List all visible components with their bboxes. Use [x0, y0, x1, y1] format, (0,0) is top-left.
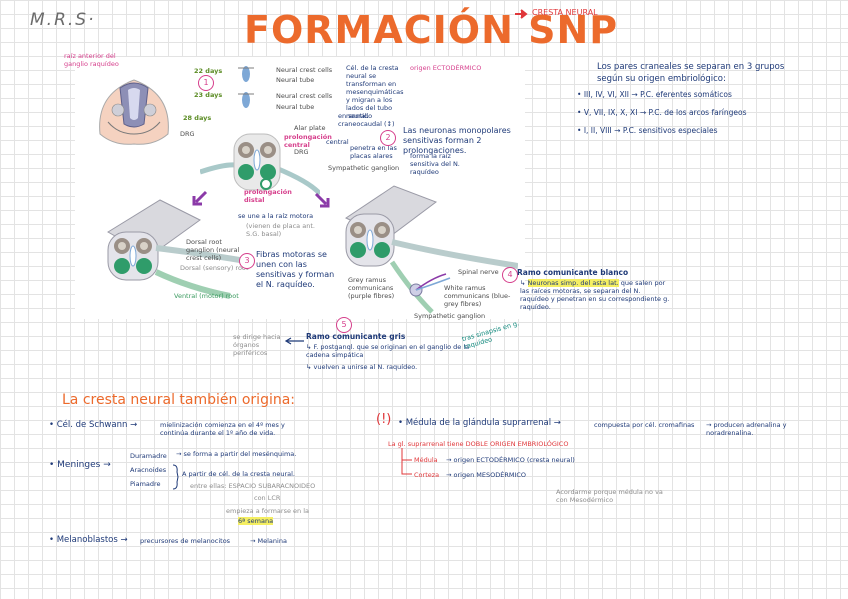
schwann-text: mielinización comienza en el 4º mes y co… — [160, 421, 290, 437]
melano-label-text: Melanoblastos — [57, 535, 118, 545]
grey-ramus-line2-text: vuelven a unirse al N. raquídeo. — [314, 363, 418, 371]
label-grey-ramus: Grey ramus communicans (purple fibres) — [348, 276, 412, 300]
legend-tube-2: Neural tube — [276, 103, 314, 111]
schwann-label: • Cél. de Schwann → — [49, 420, 137, 430]
cranial-group: • III, IV, VI, XII → P.C. eferentes somá… — [577, 90, 837, 100]
label-symp-2: Sympathetic ganglion — [414, 312, 485, 320]
label-spinal-nerve: Spinal nerve — [458, 268, 499, 276]
corteza-origin-text: origen MESODÉRMICO — [454, 471, 527, 479]
legend-crest-1: Neural crest cells — [276, 66, 332, 74]
label-symp: Sympathetic ganglion — [328, 164, 399, 172]
days-28: 28 days — [183, 114, 211, 122]
grey-ramus-line1: ↳ F. postganql. que se originan en el ga… — [306, 343, 470, 359]
label-penetra: penetra en las placas alares — [350, 144, 402, 160]
medula-origin-text: origen ECTODÉRMICO (cresta neural) — [454, 456, 575, 464]
medula-compuesta: compuesta por cél. cromafinas — [594, 421, 694, 429]
cranial-pairs: I, II, VIII — [584, 126, 612, 135]
step-4-marker: 4 — [502, 267, 518, 283]
dura-text-value: se forma a partir del mesénquima. — [184, 450, 297, 458]
cranial-target: P.C. de los arcos faríngeos — [648, 108, 746, 117]
melanina: → Melanina — [250, 537, 287, 545]
step-1-marker: 1 — [198, 75, 214, 91]
label-alar: Alar plate — [294, 124, 325, 132]
dura-label: Duramadre — [130, 452, 167, 460]
step-3-marker: 3 — [239, 253, 255, 269]
cranial-target: P.C. eferentes somáticos — [640, 90, 732, 99]
arrow-right-icon — [314, 192, 330, 208]
initials: M.R.S· — [30, 10, 95, 30]
melano-label: • Melanoblastos → — [49, 535, 128, 545]
white-ramus-highlight: Neuronas simp. del asta lat. — [528, 279, 619, 287]
label-central: central — [326, 138, 349, 146]
title-arrow-icon — [515, 9, 529, 19]
section2-title: La cresta neural también origina: — [62, 391, 295, 409]
medula-title-text: Médula de la glándula suprarrenal — [406, 418, 551, 428]
grey-ramus-line1-text: F. postganql. que se originan en el gang… — [306, 343, 469, 359]
meninges-label: • Meninges → — [49, 460, 111, 470]
label-vienen: (vienen de placa ant. S.G. basal) — [246, 222, 318, 238]
origin-branch-icon — [400, 448, 412, 478]
medula-producen-text: producen adrenalina y noradrenalina. — [706, 421, 787, 437]
label-se-une: se une a la raíz motora — [238, 212, 313, 220]
medula-origin: → origen ECTODÉRMICO (cresta neural) — [446, 456, 575, 464]
medula-producen: → producen adrenalina y noradrenalina. — [706, 421, 826, 437]
anterior-root-label: raíz anterior del ganglio raquídeo — [64, 52, 134, 68]
empieza-note: empieza a formarse en la — [226, 507, 309, 515]
arac-label: Aracnoides — [130, 466, 166, 474]
step-5-marker: 5 — [336, 317, 352, 333]
grey-ramus-left-arrow-icon — [284, 337, 304, 345]
motor-note: Fibras motoras se unen con las sensitiva… — [256, 250, 338, 290]
grey-ramus-line2: ↳ vuelven a unirse al N. raquídeo. — [306, 363, 466, 371]
legend-tube-1: Neural tube — [276, 76, 314, 84]
cranial-group: • I, II, VIII → P.C. sensitivos especial… — [577, 126, 837, 136]
dura-text: → se forma a partir del mesénquima. — [176, 450, 296, 458]
doble-origen: La gl. suprarrenal tiene DOBLE ORIGEN EM… — [388, 440, 568, 448]
origin-ectoderm: origen ECTODÉRMICO — [410, 64, 481, 72]
cranial-pairs: III, IV, VI, XII — [584, 90, 629, 99]
label-ventral-root: Ventral (motor) root — [174, 292, 239, 300]
step-2-marker: 2 — [380, 130, 396, 146]
neurons-note: Las neuronas monopolares sensitivas form… — [403, 126, 543, 156]
semana-highlight: 6ª semana — [238, 517, 273, 525]
arac-pia-text: A partir de cél. de la cresta neural. — [182, 470, 295, 478]
embryo-section-illustration — [94, 74, 174, 146]
days-23: 23 days — [194, 91, 222, 99]
title-arrow-label: CRESTA NEURAL — [532, 8, 598, 18]
label-prolong-distal: prolongación distal — [244, 188, 284, 204]
synapse-note: tras sinapsis en g. raquídeo — [461, 319, 523, 351]
meninges-brace-icon — [172, 464, 180, 490]
melanina-text: Melanina — [258, 537, 287, 545]
memory-note: Acordarme porque médula no va con Mesodé… — [556, 488, 666, 504]
melano-text: precursores de melanocitos — [140, 537, 230, 545]
cranial-intro: Los pares craneales se separan en 3 grup… — [597, 61, 797, 85]
legend-crest-2: Neural crest cells — [276, 92, 332, 100]
corteza-origin: → origen MESODÉRMICO — [446, 471, 526, 479]
lcr-note: con LCR — [254, 494, 280, 502]
semana-note: 6ª semana — [238, 517, 273, 525]
cranial-groups: • III, IV, VI, XII → P.C. eferentes somá… — [577, 90, 837, 136]
entre-ellas: entre ellas: ESPACIO SUBARACNOIDEO — [190, 482, 315, 490]
grey-ramus-title: Ramo comunicante gris — [306, 332, 405, 342]
neural-tube-stages — [236, 64, 276, 114]
schwann-label-text: Cél. de Schwann — [57, 420, 128, 430]
crest-note-sense: en sentido craneocaudal (↕) — [338, 112, 400, 128]
days-22: 22 days — [194, 67, 222, 75]
cranial-pairs: V, VII, IX, X, XI — [584, 108, 638, 117]
warning-mark: (!) — [376, 412, 391, 427]
label-drg-2: DRG — [294, 148, 309, 156]
meninges-label-text: Meninges — [57, 460, 100, 470]
cranial-target: P.C. sensitivos especiales — [623, 126, 718, 135]
label-white-ramus: White ramus communicans (blue-grey fibre… — [444, 284, 512, 308]
corteza-origin-label: Corteza — [414, 471, 439, 479]
medula-origin-label: Médula — [414, 456, 438, 464]
label-dorsal-root: Dorsal (sensory) root — [180, 264, 248, 272]
pia-label: Piamadre — [130, 480, 161, 488]
label-drg-1: DRG — [180, 130, 195, 138]
white-ramus-text: ↳ Neuronas simp. del asta lat. que salen… — [520, 279, 670, 311]
cranial-group: • V, VII, IX, X, XI → P.C. de los arcos … — [577, 108, 837, 118]
medula-title: • Médula de la glándula suprarrenal → — [398, 418, 561, 428]
white-ramus-title: Ramo comunicante blanco — [517, 268, 628, 278]
